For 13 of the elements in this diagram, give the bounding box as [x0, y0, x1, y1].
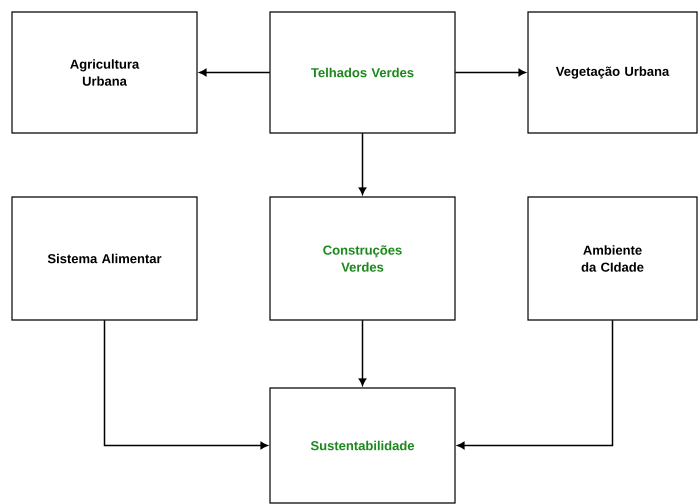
- process-box: Vegetação Urbana: [527, 11, 698, 134]
- arrow: [104, 320, 268, 450]
- process-box: Sustentabilidade: [269, 387, 456, 504]
- process-box: Sistema Alimentar: [11, 196, 198, 321]
- process-box: Telhados Verdes: [269, 11, 456, 134]
- arrow: [457, 320, 614, 450]
- arrow: [456, 68, 526, 76]
- process-box: Construções Verdes: [269, 196, 456, 321]
- process-box: Agricultura Urbana: [11, 11, 198, 134]
- arrow: [358, 134, 366, 195]
- process-box: Ambiente da CIdade: [527, 196, 698, 321]
- arrow: [199, 68, 270, 76]
- arrow: [358, 320, 366, 386]
